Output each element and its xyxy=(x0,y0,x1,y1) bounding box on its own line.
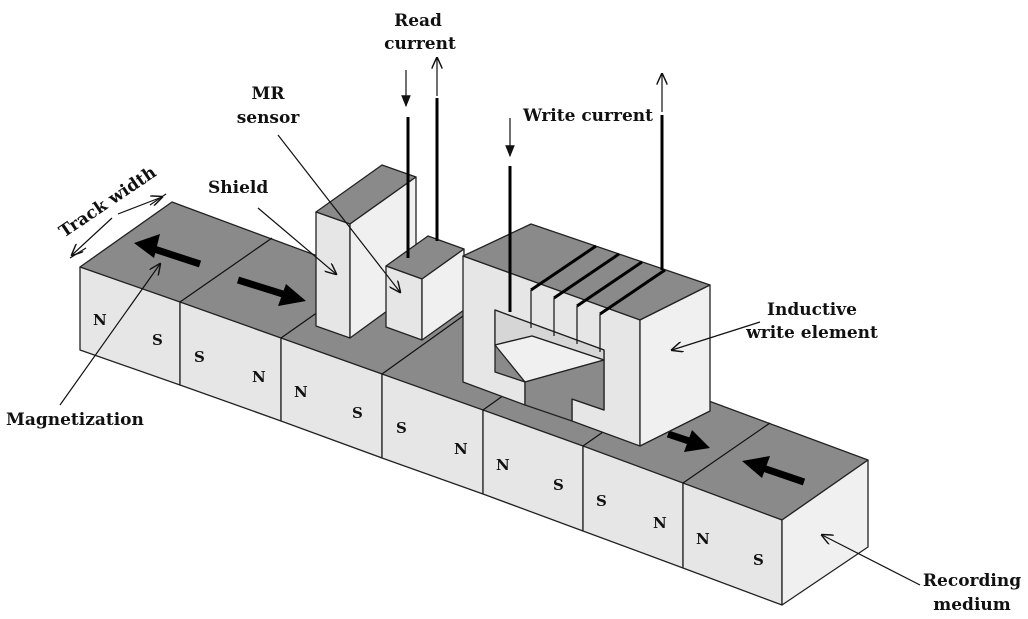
mr-sensor-label-line1: MR xyxy=(252,84,286,104)
pole-2a: S xyxy=(194,348,205,366)
shield-label: Shield xyxy=(208,178,268,198)
read-current-label-line1: Read xyxy=(394,11,442,31)
inductive-write-element xyxy=(462,223,711,447)
magnetization-arrows xyxy=(134,234,806,486)
write-current-wires xyxy=(505,74,662,312)
write-current-label: Write current xyxy=(522,106,653,126)
pole-2b: N xyxy=(252,368,266,386)
pole-7b: S xyxy=(753,551,764,569)
medium-end-face xyxy=(781,459,869,606)
pointer-lines xyxy=(59,134,921,586)
pole-1b: S xyxy=(152,331,163,349)
pole-3a: N xyxy=(294,383,308,401)
pole-7a: N xyxy=(696,530,710,548)
magnetization-label: Magnetization xyxy=(6,410,144,430)
pole-3b: S xyxy=(352,404,363,422)
pole-labels: N S S N N S S N N S S N N S xyxy=(93,311,764,569)
pole-1a: N xyxy=(93,311,107,329)
mr-sensor xyxy=(385,235,465,341)
inductive-label-line2: write element xyxy=(745,323,878,343)
pole-5a: N xyxy=(496,456,510,474)
read-current-wires xyxy=(401,58,437,258)
pole-4a: S xyxy=(396,419,407,437)
mr-sensor-label-line2: sensor xyxy=(237,108,301,128)
recording-medium-label-line1: Recording xyxy=(923,571,1021,591)
coil-windings xyxy=(530,244,666,352)
inductive-label-line1: Inductive xyxy=(767,300,857,320)
pole-6a: S xyxy=(596,492,607,510)
recording-medium-label-line2: medium xyxy=(933,595,1011,615)
pole-4b: N xyxy=(454,440,468,458)
pole-5b: S xyxy=(553,476,564,494)
pole-6b: N xyxy=(653,514,667,532)
read-current-label-line2: current xyxy=(384,34,456,54)
